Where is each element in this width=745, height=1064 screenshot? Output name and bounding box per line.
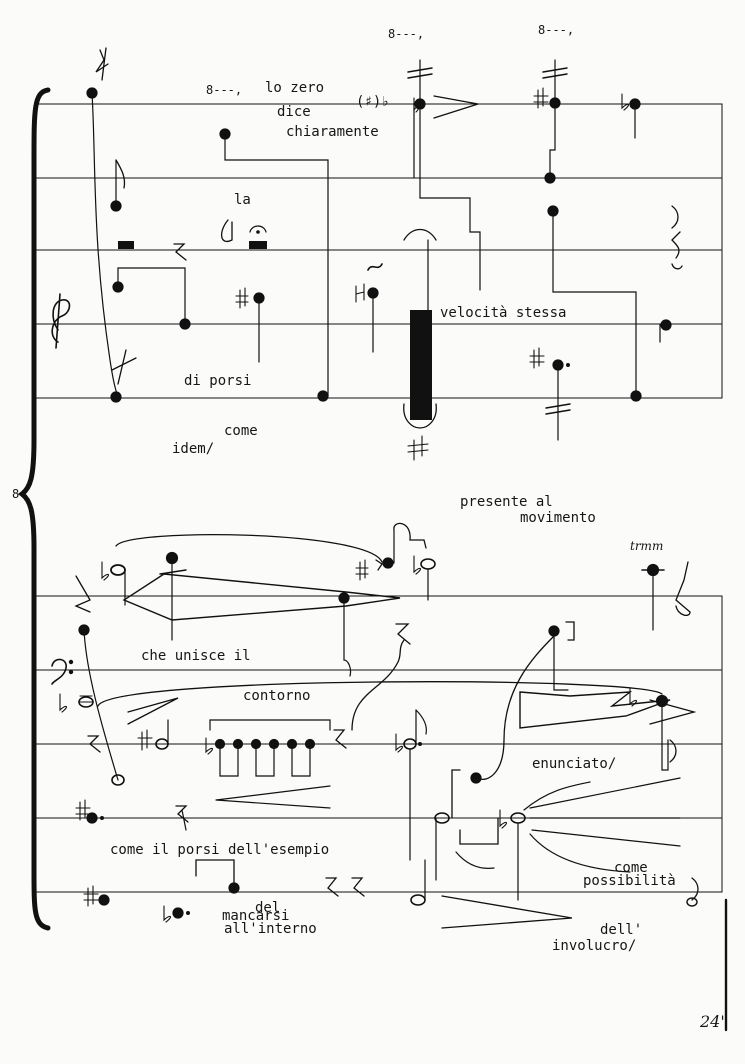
ottava-mark: 8---, [538, 23, 575, 37]
beamed-note-group [205, 719, 331, 809]
text-velocita-stessa: velocità stessa [440, 305, 567, 321]
text-presente-al: presente al [460, 494, 553, 510]
text-la: la [234, 192, 251, 208]
ottava-mark: 8---, [206, 83, 243, 97]
trill-mark: trmm [630, 539, 664, 553]
text-mancarsi: mancarsi [222, 908, 290, 924]
text-come-2: come [614, 860, 648, 876]
text-enunciato: enunciato/ [532, 756, 617, 772]
text-involucro: involucro/ [552, 938, 637, 954]
system-number: 8 [12, 487, 20, 501]
bass-clef-icon [51, 658, 74, 685]
text-contorno: contorno [243, 688, 311, 704]
treble-clef-icon [51, 293, 71, 349]
upper-notes [86, 47, 683, 461]
text-che-unisce-il: che unisce il [141, 648, 251, 664]
page-number: 24' [700, 1012, 725, 1031]
ottava-mark: 8---, [388, 27, 425, 41]
text-dell: dell' [600, 922, 643, 938]
text-di-porsi: di porsi [184, 373, 252, 389]
text-idem: idem/ [172, 441, 215, 457]
text-come: come [224, 423, 258, 439]
upper-staff [35, 103, 723, 399]
accidental-label: (♯)♭ [356, 94, 390, 110]
text-all-interno: all'interno [224, 921, 317, 937]
system-brace [17, 87, 51, 931]
text-del: del [255, 900, 281, 916]
text-chiaramente: chiaramente [286, 124, 379, 140]
text-possibilita: possibilità [583, 873, 676, 889]
text-lo-zero: lo zero [265, 80, 325, 96]
text-movimento: movimento [520, 510, 596, 526]
text-dice: dice [277, 104, 311, 120]
text-come-il-porsi: come il porsi dell'esempio [110, 842, 330, 858]
lower-notes [59, 522, 699, 929]
